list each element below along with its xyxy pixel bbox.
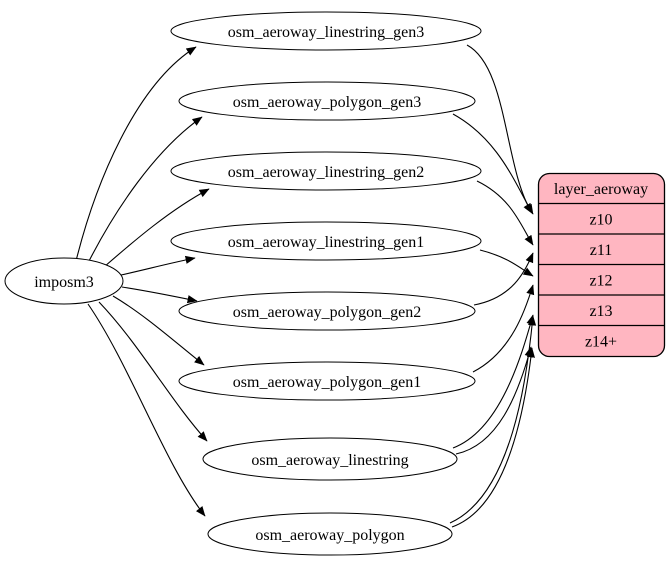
edge-osm_aeroway_polygon-to-z14 (451, 347, 535, 528)
imposm3-label: imposm3 (34, 274, 94, 291)
node-layer_aeroway: layer_aeroway z10 z11 z12 z13 z14+ (537, 172, 666, 358)
layer-row-z13: z13 (589, 303, 612, 320)
node-osm_aeroway_linestring_gen2: osm_aeroway_linestring_gen2 (170, 151, 482, 191)
edge-group-layer (449, 44, 537, 528)
layer-row-z12: z12 (589, 273, 612, 290)
imposm3-ellipse (4, 257, 124, 305)
table-ellipse (178, 291, 476, 331)
edge-imposm3-to-osm_aeroway_polygon_gen1 (112, 295, 205, 366)
node-osm_aeroway_polygon: osm_aeroway_polygon (207, 512, 453, 556)
table-label: osm_aeroway_polygon_gen3 (233, 94, 421, 111)
table-ellipse (170, 11, 482, 51)
node-osm_aeroway_polygon_gen1: osm_aeroway_polygon_gen1 (178, 361, 476, 401)
table-label: osm_aeroway_polygon (255, 527, 404, 544)
edge-osm_aeroway_linestring-to-z13 (452, 314, 535, 449)
layer-row-z11: z11 (590, 242, 613, 259)
table-ellipse (178, 81, 476, 121)
edge-osm_aeroway_linestring_gen1-to-z12 (479, 249, 534, 277)
node-osm_aeroway_polygon_gen3: osm_aeroway_polygon_gen3 (178, 81, 476, 121)
edge-group-imposm3 (75, 46, 210, 517)
node-imposm3: imposm3 (4, 257, 124, 305)
edge-imposm3-to-osm_aeroway_polygon_gen3 (87, 116, 203, 264)
edge-osm_aeroway_polygon-to-z13 (449, 315, 537, 524)
layer-row-z14: z14+ (585, 334, 617, 351)
table-ellipse (207, 512, 453, 556)
table-ellipse (170, 151, 482, 191)
edge-osm_aeroway_polygon_gen1-to-z12 (472, 284, 535, 373)
table-ellipse (202, 437, 458, 481)
edge-imposm3-to-osm_aeroway_polygon_gen2 (121, 286, 198, 304)
table-label: osm_aeroway_polygon_gen2 (233, 304, 421, 321)
table-label: osm_aeroway_polygon_gen1 (233, 374, 421, 391)
layer-row-z10: z10 (589, 212, 612, 229)
edge-osm_aeroway_linestring_gen3-to-z10 (466, 44, 533, 214)
edge-osm_aeroway_linestring_gen2-to-z11 (476, 180, 534, 246)
edge-imposm3-to-osm_aeroway_linestring (98, 301, 208, 442)
layer-title: layer_aeroway (554, 181, 648, 198)
table-ellipse (178, 361, 476, 401)
node-osm_aeroway_linestring_gen1: osm_aeroway_linestring_gen1 (170, 221, 482, 261)
table-label: osm_aeroway_linestring_gen2 (228, 164, 424, 181)
node-osm_aeroway_linestring_gen3: osm_aeroway_linestring_gen3 (170, 11, 482, 51)
edge-imposm3-to-osm_aeroway_polygon (87, 303, 206, 517)
edge-osm_aeroway_polygon_gen3-to-z10 (452, 113, 534, 215)
node-osm_aeroway_linestring: osm_aeroway_linestring (202, 437, 458, 481)
node-osm_aeroway_polygon_gen2: osm_aeroway_polygon_gen2 (178, 291, 476, 331)
edge-osm_aeroway_linestring-to-z14 (455, 346, 533, 455)
table-label: osm_aeroway_linestring_gen1 (228, 234, 424, 251)
edge-imposm3-to-osm_aeroway_linestring_gen1 (120, 255, 196, 276)
table-ellipse (170, 221, 482, 261)
edge-imposm3-to-osm_aeroway_linestring_gen2 (103, 188, 210, 268)
table-label: osm_aeroway_linestring_gen3 (228, 24, 424, 41)
edge-imposm3-to-osm_aeroway_linestring_gen3 (75, 46, 197, 262)
edge-osm_aeroway_polygon_gen2-to-z11 (473, 252, 534, 306)
table-label: osm_aeroway_linestring (251, 452, 408, 469)
